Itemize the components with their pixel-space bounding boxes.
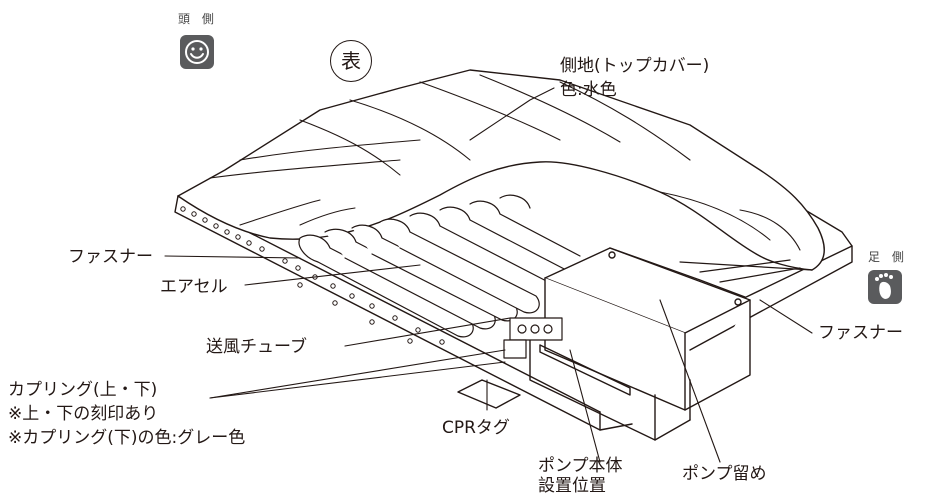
pump-holder-label: ポンプ留め — [682, 464, 767, 484]
fastener-right-label: ファスナー — [818, 323, 903, 343]
pump-holder — [529, 339, 691, 441]
coupling-note-1: ※上・下の刻印あり — [8, 404, 159, 424]
leader-lines — [164, 87, 813, 463]
smiling-face-icon — [180, 35, 214, 69]
cpr-tag — [457, 379, 521, 409]
coupling-label: カプリング(上・下) — [8, 380, 158, 400]
side-vent-holes — [180, 206, 445, 345]
coupling-note-2: ※カプリング(下)の色:グレー色 — [8, 428, 246, 448]
air-cell-label: エアセル — [160, 277, 228, 297]
side-fabric-color: 色:水色 — [560, 80, 617, 100]
front-side-marker: 表 — [330, 40, 372, 82]
cover-wrinkles — [209, 74, 801, 251]
foot-side-label: 足 側 — [868, 250, 908, 264]
side-fabric-label: 側地(トップカバー) — [560, 56, 710, 76]
top-cover — [177, 69, 825, 271]
pump-box — [544, 247, 751, 411]
pump-position-label-2: 設置位置 — [538, 476, 606, 496]
head-side-label: 頭 側 — [178, 12, 218, 26]
air-tube-label: 送風チューブ — [206, 337, 307, 357]
pump-position-label-1: ポンプ本体 — [538, 456, 623, 476]
cpr-tag-label: CPRタグ — [442, 418, 510, 438]
footprint-icon — [868, 270, 902, 304]
air-cells — [298, 194, 813, 338]
couplings — [503, 317, 563, 359]
mattress-front-side — [174, 195, 633, 431]
fastener-left-label: ファスナー — [68, 247, 153, 267]
